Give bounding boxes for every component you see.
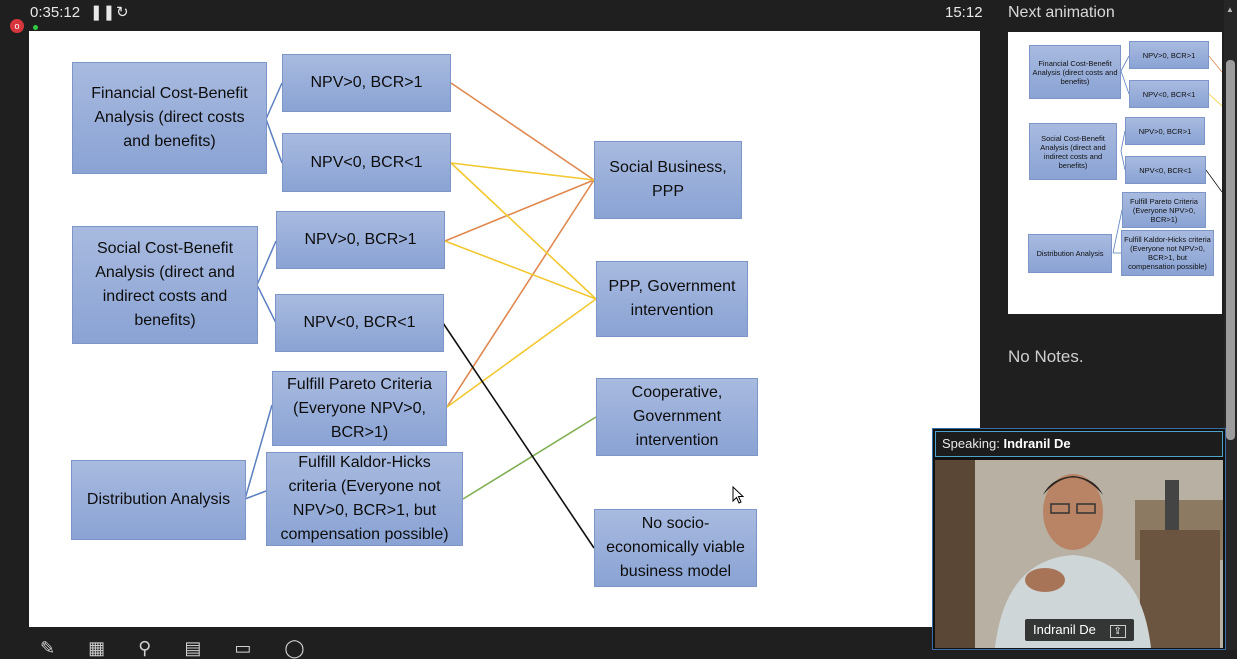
- thumbnail-connectors: [1112, 55, 1222, 254]
- financial-npv-negative-box: NPV<0, BCR<1: [282, 133, 451, 192]
- connector-line: [450, 82, 595, 181]
- connector-line: [244, 404, 273, 500]
- pareto-criteria-box: Fulfill Pareto Criteria (Everyone NPV>0,…: [272, 371, 447, 446]
- connector-line: [265, 118, 283, 164]
- connector-line: [462, 416, 597, 500]
- connector-line: [450, 162, 597, 300]
- speaking-indicator: Speaking: Indranil De: [935, 431, 1223, 457]
- financial-npv-positive-box: NPV>0, BCR>1: [282, 54, 451, 112]
- screen-icon[interactable]: ▭: [234, 638, 252, 658]
- thumb-npv-positive-box: NPV>0, BCR>1: [1129, 41, 1209, 69]
- scrollbar-thumb[interactable]: [1226, 60, 1235, 440]
- participant-name-label: Indranil De ⇪: [1025, 619, 1134, 641]
- thumb-distribution-box: Distribution Analysis: [1028, 234, 1112, 273]
- social-npv-negative-box: NPV<0, BCR<1: [275, 294, 444, 352]
- social-cba-box: Social Cost-Benefit Analysis (direct and…: [72, 226, 258, 344]
- record-icon[interactable]: o: [10, 19, 24, 33]
- outcome-no-viable-model-box: No socio-economically viable business mo…: [594, 509, 757, 587]
- connector-line: [256, 240, 277, 286]
- restart-icon[interactable]: ↻: [116, 4, 129, 21]
- subtitles-icon[interactable]: ▤: [184, 638, 202, 658]
- connector-line: [446, 179, 595, 408]
- more-icon[interactable]: ◯: [284, 638, 305, 658]
- connector-line: [265, 82, 283, 120]
- outcome-social-business-box: Social Business, PPP: [594, 141, 742, 219]
- zoom-icon[interactable]: ⚲: [138, 638, 152, 658]
- webcam-video: Indranil De ⇪: [935, 460, 1223, 648]
- mouse-cursor-icon: [732, 486, 745, 504]
- scroll-up-icon[interactable]: ▲: [1226, 5, 1234, 14]
- connector-line: [244, 490, 267, 500]
- thumb-social-npv-negative-box: NPV<0, BCR<1: [1125, 156, 1206, 184]
- clock: 15:12: [945, 4, 983, 21]
- thumb-npv-negative-box: NPV<0, BCR<1: [1129, 80, 1209, 108]
- speaking-prefix: Speaking:: [942, 436, 1000, 451]
- share-icon[interactable]: ⇪: [1109, 625, 1126, 638]
- speaker-notes: No Notes.: [1008, 347, 1084, 366]
- connector-line: [444, 240, 597, 300]
- webcam-scene: [935, 460, 1223, 648]
- video-feed-panel[interactable]: Speaking: Indranil De Indranil De ⇪: [932, 428, 1226, 650]
- speaking-name: Indranil De: [1003, 436, 1071, 451]
- presenter-topbar: o 0:35:12 ❚❚ ↻ 15:12: [0, 0, 990, 33]
- connector-lines: [244, 82, 597, 549]
- distribution-analysis-box: Distribution Analysis: [71, 460, 246, 540]
- financial-cba-box: Financial Cost-Benefit Analysis (direct …: [72, 62, 267, 174]
- pen-icon[interactable]: ✎: [40, 638, 56, 658]
- connector-line: [442, 322, 595, 549]
- next-animation-title: Next animation: [1008, 4, 1115, 21]
- connector-line: [446, 298, 597, 408]
- presenter-toolbar: ✎ ▦ ⚲ ▤ ▭ ◯: [40, 638, 333, 659]
- sidebar-scrollbar[interactable]: ▲: [1224, 0, 1237, 650]
- connector-line: [450, 162, 595, 181]
- kaldor-hicks-box: Fulfill Kaldor-Hicks criteria (Everyone …: [266, 452, 463, 546]
- elapsed-timer: 0:35:12: [30, 4, 81, 21]
- grid-icon[interactable]: ▦: [88, 638, 106, 658]
- recording-indicator: [33, 25, 38, 30]
- thumb-kaldor-hicks-box: Fulfill Kaldor-Hicks criteria (Everyone …: [1121, 230, 1214, 276]
- social-npv-positive-box: NPV>0, BCR>1: [276, 211, 445, 269]
- pause-icon[interactable]: ❚❚: [90, 4, 116, 21]
- thumb-social-npv-positive-box: NPV>0, BCR>1: [1125, 117, 1205, 145]
- outcome-cooperative-box: Cooperative, Government intervention: [596, 378, 758, 456]
- connector-line: [444, 179, 595, 242]
- connector-line: [256, 284, 277, 324]
- next-slide-thumbnail[interactable]: Financial Cost-Benefit Analysis (direct …: [1008, 32, 1222, 314]
- thumb-financial-cba-box: Financial Cost-Benefit Analysis (direct …: [1029, 45, 1121, 99]
- outcome-ppp-government-box: PPP, Government intervention: [596, 261, 748, 337]
- participant-name: Indranil De: [1033, 622, 1096, 637]
- current-slide[interactable]: Financial Cost-Benefit Analysis (direct …: [29, 31, 980, 627]
- thumb-social-cba-box: Social Cost-Benefit Analysis (direct and…: [1029, 123, 1117, 180]
- thumb-pareto-box: Fulfill Pareto Criteria (Everyone NPV>0,…: [1122, 192, 1206, 228]
